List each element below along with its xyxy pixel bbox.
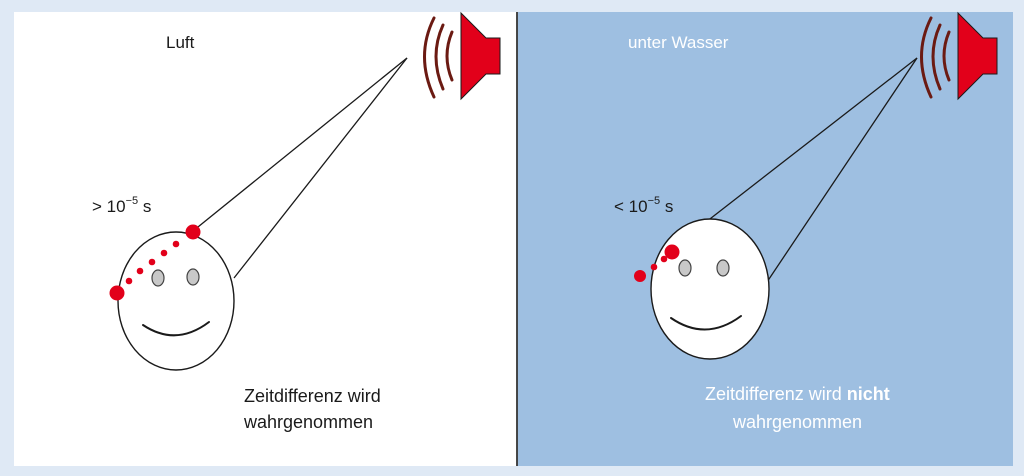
time-prefix: < 10: [614, 197, 648, 216]
ear-dot-far: [634, 270, 646, 282]
ear-dot-far: [109, 285, 125, 301]
ear-dot-near: [185, 224, 201, 240]
panel-air-background: [14, 12, 517, 466]
sound-wave-icon: [931, 23, 942, 91]
delay-dot: [172, 240, 180, 248]
speaker-water-body: [957, 11, 998, 101]
time-exponent: −5: [126, 195, 139, 207]
face-eye-left: [151, 269, 165, 287]
face-outline: [650, 218, 770, 360]
speaker-water: [920, 11, 998, 101]
caption-water-prefix: Zeitdifferenz wird: [705, 384, 847, 404]
face-mouth: [142, 321, 210, 337]
ear-delay-path-water: [634, 244, 680, 282]
delay-dot: [160, 249, 168, 257]
time-difference-label-air: > 10−5 s: [92, 195, 151, 216]
face-eye-left: [678, 259, 692, 277]
speaker-air: [423, 11, 501, 101]
ear-dot-near: [664, 244, 680, 260]
panel-water-background: [518, 12, 1013, 466]
panel-water: unter Wasser < 10−5 s Zeitdifferenz wird…: [518, 11, 1013, 466]
time-unit: s: [660, 197, 673, 216]
sound-wave-icon: [434, 23, 445, 91]
caption-air-line1: Zeitdifferenz wird: [244, 386, 381, 406]
time-unit: s: [138, 197, 151, 216]
sound-path-line-far-ear: [766, 57, 918, 283]
speaker-air-body: [460, 11, 501, 101]
face-eye-right: [186, 268, 200, 286]
face-air: [117, 231, 235, 371]
panel-air: Luft > 10−5 s Zeitdifferenz wird wahr: [14, 11, 517, 466]
face-mouth: [670, 315, 742, 331]
sound-path-line-far-ear: [233, 57, 408, 279]
face-water: [650, 218, 770, 360]
ear-delay-path-air: [109, 224, 201, 301]
panel-air-title: Luft: [166, 33, 195, 52]
delay-dot: [650, 263, 658, 271]
sound-wave-icon: [920, 16, 933, 99]
delay-dot: [660, 255, 668, 263]
caption-water-line1: Zeitdifferenz wird nicht: [705, 384, 890, 404]
sound-wave-icon: [423, 16, 436, 99]
delay-dot: [136, 267, 144, 275]
caption-water-emphasis: nicht: [847, 384, 890, 404]
caption-water-line2: wahrgenommen: [732, 412, 862, 432]
delay-dot: [148, 258, 156, 266]
sound-wave-icon: [942, 30, 951, 82]
time-exponent: −5: [648, 195, 661, 207]
sound-wave-icon: [445, 30, 454, 82]
caption-air-line2: wahrgenommen: [243, 412, 373, 432]
time-prefix: > 10: [92, 197, 126, 216]
face-outline: [117, 231, 235, 371]
time-difference-label-water: < 10−5 s: [614, 195, 673, 216]
delay-dot: [125, 277, 133, 285]
panel-water-title: unter Wasser: [628, 33, 729, 52]
face-eye-right: [716, 259, 730, 277]
sound-path-line-near-ear: [192, 57, 408, 232]
sound-path-line-near-ear: [669, 57, 918, 251]
